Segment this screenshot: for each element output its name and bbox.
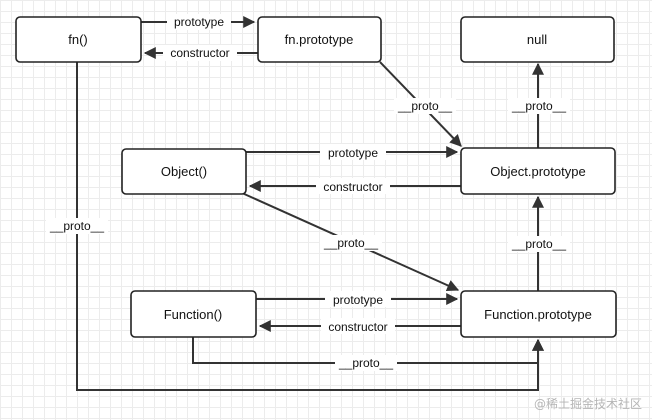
- label-fnproto-proto: __proto__: [397, 99, 452, 113]
- watermark: @稀土掘金技术社区: [533, 397, 642, 411]
- label-objproto-proto: __proto__: [511, 99, 566, 113]
- label-funcproto-proto: __proto__: [511, 237, 566, 251]
- label-funcproto-constructor: constructor: [328, 320, 387, 334]
- node-object-prototype: Object.prototype: [460, 147, 616, 195]
- node-function-prototype: Function.prototype: [460, 290, 617, 338]
- node-null: null: [460, 16, 615, 63]
- node-fn: fn(): [15, 16, 142, 63]
- node-function-label: Function(): [164, 307, 223, 322]
- node-object-prototype-label: Object.prototype: [490, 164, 585, 179]
- node-fn-prototype: fn.prototype: [257, 16, 382, 63]
- node-null-label: null: [527, 32, 547, 47]
- node-object-label: Object(): [161, 164, 207, 179]
- label-objproto-constructor: constructor: [323, 180, 382, 194]
- label-fnproto-constructor: constructor: [170, 46, 229, 60]
- node-object: Object(): [121, 148, 247, 195]
- node-function-prototype-label: Function.prototype: [484, 307, 592, 322]
- label-object-prototype: prototype: [328, 146, 378, 160]
- label-fn-proto: __proto__: [49, 219, 104, 233]
- node-fn-prototype-label: fn.prototype: [285, 32, 354, 47]
- label-function-prototype: prototype: [333, 293, 383, 307]
- node-fn-label: fn(): [68, 32, 88, 47]
- node-function: Function(): [130, 290, 257, 338]
- label-object-proto: __proto__: [323, 236, 378, 250]
- edge-labels: prototype constructor __proto__ __proto_…: [46, 14, 570, 371]
- label-function-proto: __proto__: [338, 356, 393, 370]
- label-fn-prototype: prototype: [174, 15, 224, 29]
- edge-fn-proto: [76, 62, 544, 391]
